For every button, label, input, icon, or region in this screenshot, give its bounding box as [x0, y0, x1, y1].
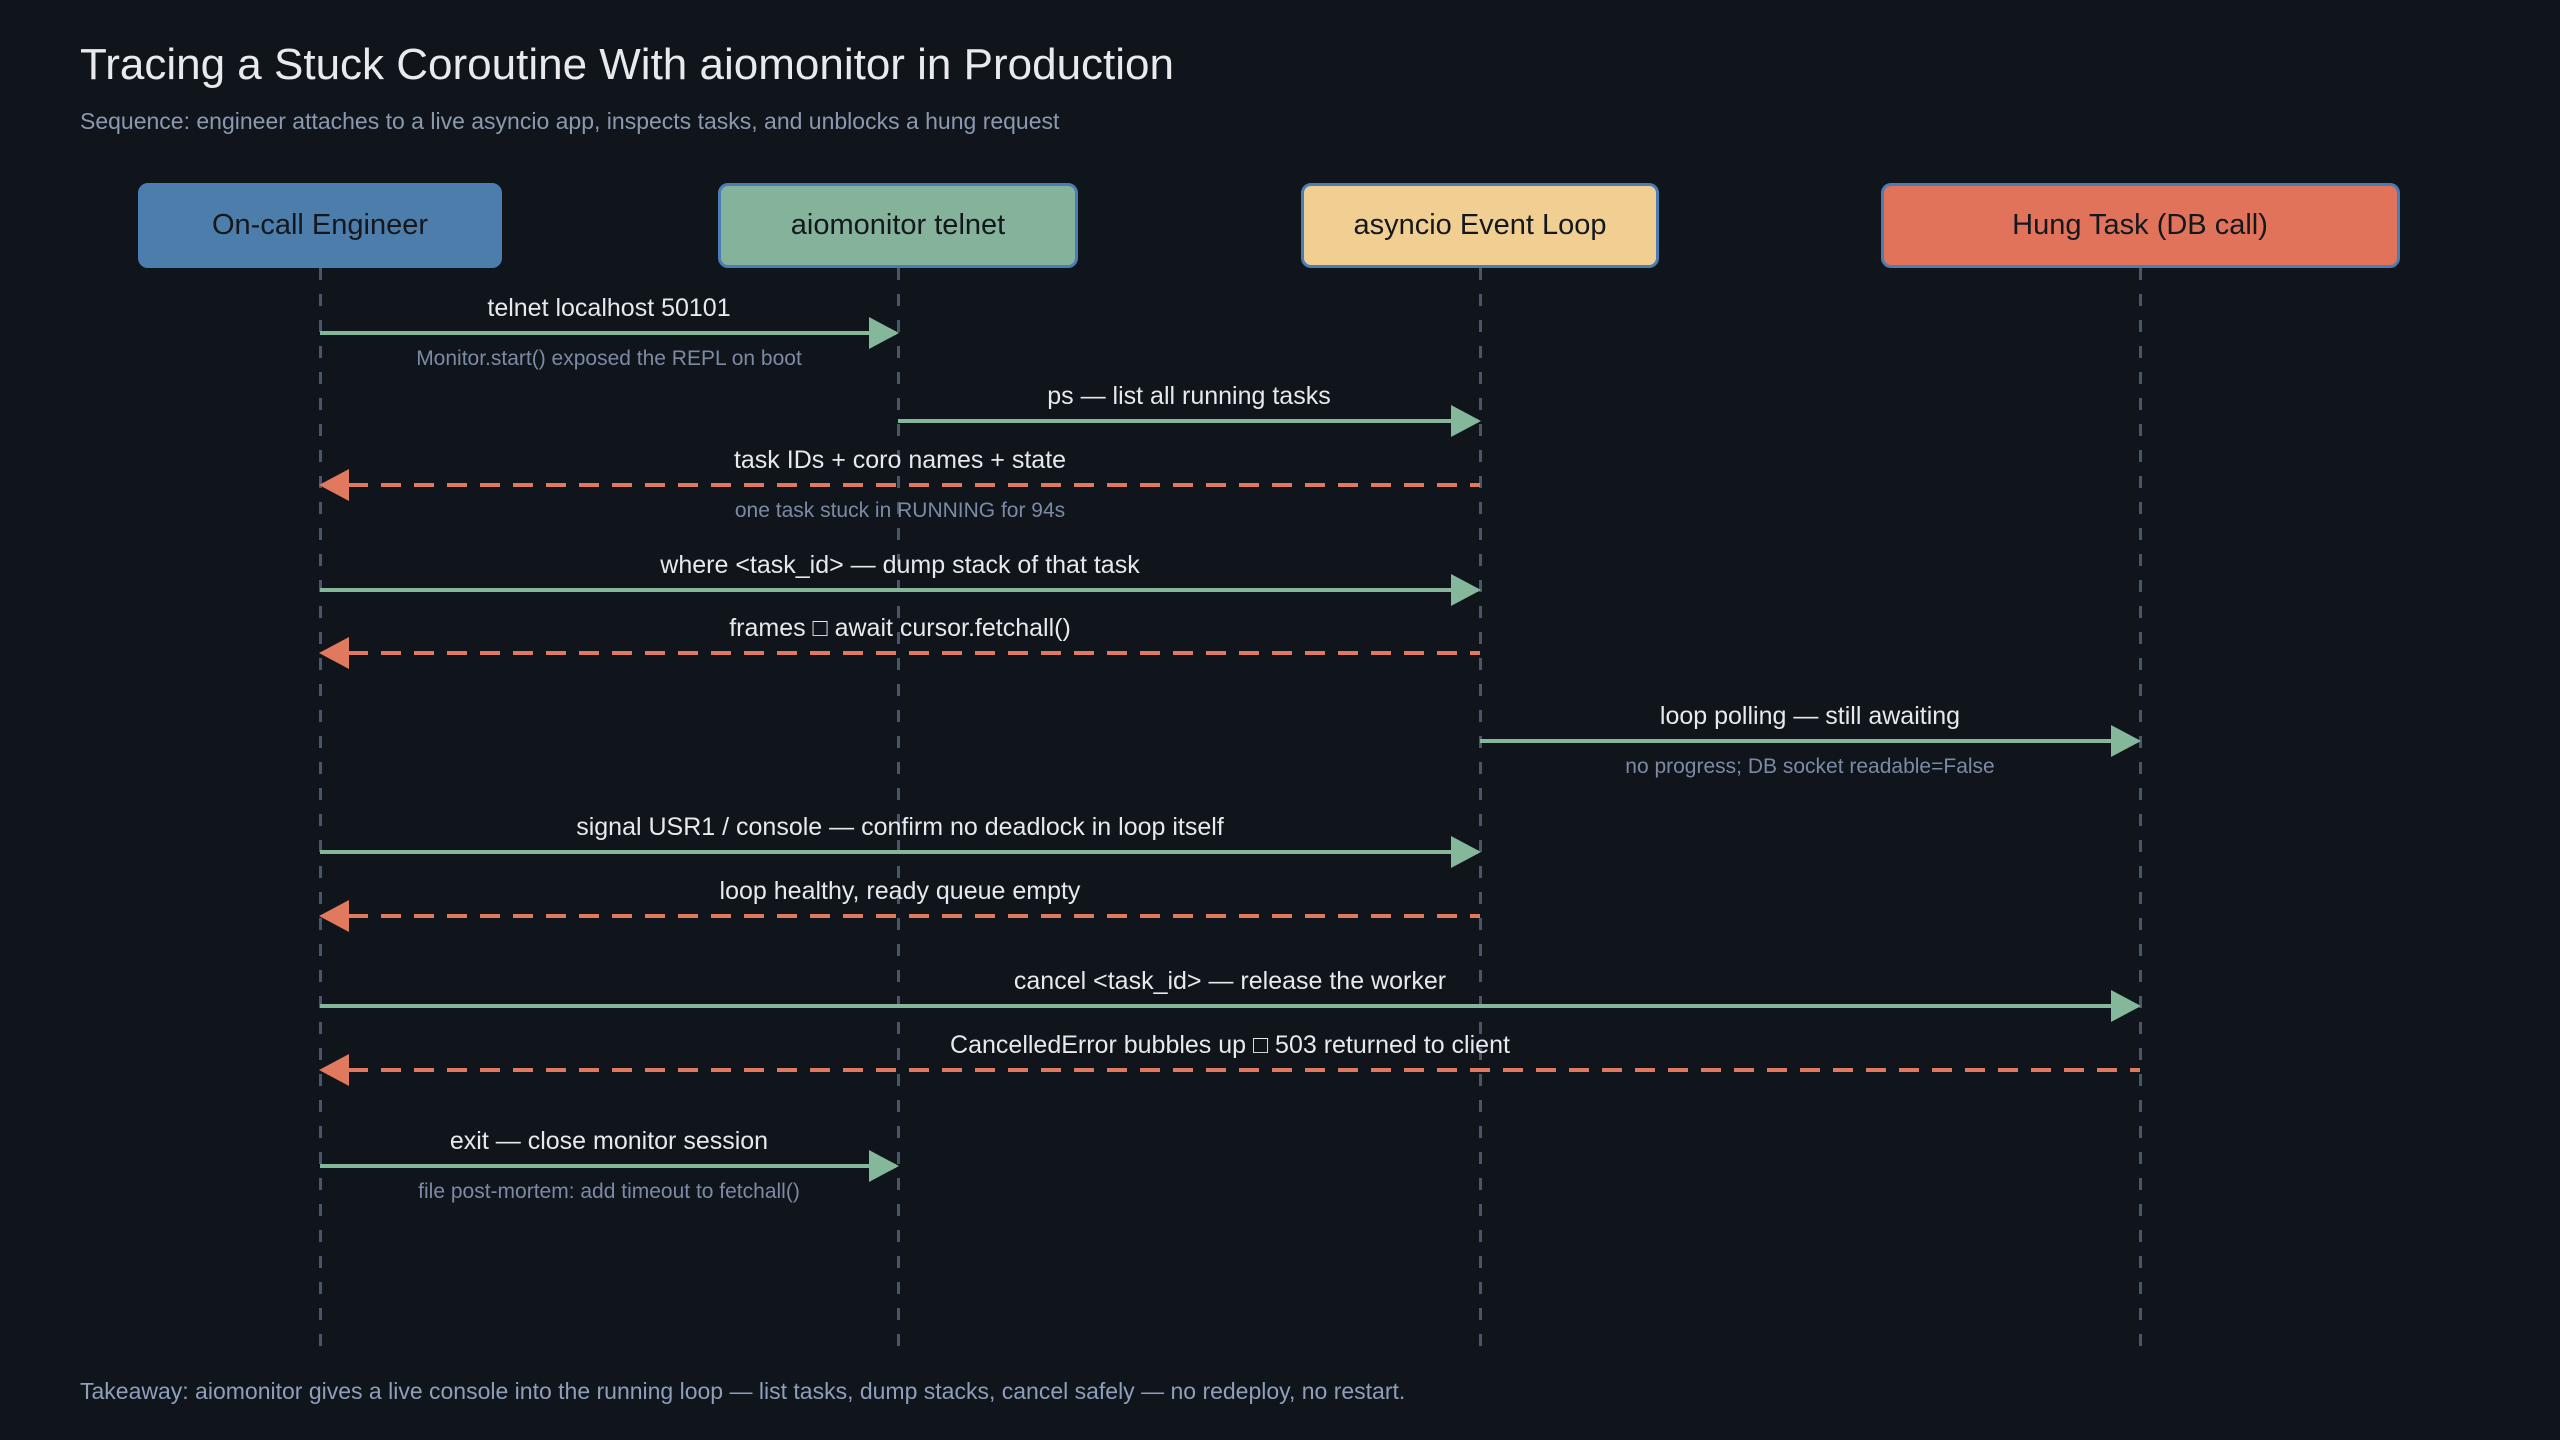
- lifeline-aiomonitor: [896, 268, 900, 1360]
- arrowhead-icon: [2111, 725, 2141, 757]
- return-line: [348, 1068, 2140, 1072]
- lifeline-engineer: [318, 268, 322, 1360]
- message-label: cancel <task_id> — release the worker: [1013, 967, 1447, 995]
- arrowhead-icon: [319, 637, 349, 669]
- message-note: Monitor.start() exposed the REPL on boot: [416, 347, 802, 370]
- lifeline-eventloop: [1478, 268, 1482, 1360]
- actor-engineer: On-call Engineer: [138, 183, 502, 268]
- message-2: ps — list all running tasks: [898, 382, 1481, 437]
- return-line: [348, 651, 1480, 655]
- page-title: Tracing a Stuck Coroutine With aiomonito…: [80, 40, 1174, 89]
- call-line: [1480, 739, 2138, 743]
- message-label: signal USR1 / console — confirm no deadl…: [576, 813, 1224, 841]
- arrowhead-icon: [1451, 836, 1481, 868]
- arrowhead-icon: [319, 469, 349, 501]
- message-label: exit — close monitor session: [449, 1127, 769, 1155]
- message-11: exit — close monitor session file post-mo…: [320, 1127, 899, 1203]
- message-3: task IDs + coro names + state one task st…: [319, 446, 1480, 522]
- arrowhead-icon: [319, 1054, 349, 1086]
- takeaway-text: Takeaway: aiomonitor gives a live consol…: [80, 1378, 1406, 1404]
- actor-aiomonitor: aiomonitor telnet: [718, 183, 1078, 268]
- lifeline-hungtask: [2138, 268, 2142, 1360]
- message-note: one task stuck in RUNNING for 94s: [734, 499, 1066, 522]
- actor-label: On-call Engineer: [212, 209, 428, 241]
- message-note: no progress; DB socket readable=False: [1625, 755, 1995, 778]
- message-label: telnet localhost 50101: [487, 294, 731, 322]
- message-8: loop healthy, ready queue empty: [319, 877, 1480, 932]
- actor-eventloop: asyncio Event Loop: [1301, 183, 1659, 268]
- message-6: loop polling — still awaiting no progress…: [1480, 702, 2141, 778]
- message-label: where <task_id> — dump stack of that tas…: [660, 551, 1140, 579]
- message-label: task IDs + coro names + state: [733, 446, 1067, 474]
- message-10: CancelledError bubbles up □ 503 returned…: [319, 1031, 2140, 1086]
- call-line: [898, 419, 1478, 423]
- arrowhead-icon: [1451, 405, 1481, 437]
- call-line: [320, 331, 896, 335]
- arrowhead-icon: [1451, 574, 1481, 606]
- message-label: loop healthy, ready queue empty: [719, 877, 1081, 905]
- message-label: frames □ await cursor.fetchall(): [729, 614, 1071, 642]
- call-line: [320, 1164, 896, 1168]
- arrowhead-icon: [869, 317, 899, 349]
- message-4: where <task_id> — dump stack of that tas…: [320, 551, 1481, 606]
- actor-label: asyncio Event Loop: [1353, 209, 1607, 241]
- message-label: ps — list all running tasks: [1047, 382, 1331, 410]
- message-9: cancel <task_id> — release the worker: [320, 967, 2141, 1022]
- actor-label: Hung Task (DB call): [2012, 209, 2268, 241]
- message-5: frames □ await cursor.fetchall(): [319, 614, 1480, 669]
- actor-hungtask: Hung Task (DB call): [1880, 183, 2400, 268]
- message-note: file post-mortem: add timeout to fetchal…: [418, 1180, 800, 1203]
- call-line: [320, 588, 1478, 592]
- actor-label: aiomonitor telnet: [790, 209, 1006, 241]
- page-subtitle: Sequence: engineer attaches to a live as…: [80, 108, 1060, 134]
- arrowhead-icon: [2111, 990, 2141, 1022]
- return-line: [348, 483, 1480, 487]
- message-7: signal USR1 / console — confirm no deadl…: [320, 813, 1481, 868]
- arrowhead-icon: [319, 900, 349, 932]
- return-line: [348, 914, 1480, 918]
- call-line: [320, 1004, 2138, 1008]
- arrowhead-icon: [869, 1150, 899, 1182]
- message-label: loop polling — still awaiting: [1659, 702, 1961, 730]
- call-line: [320, 850, 1478, 854]
- message-label: CancelledError bubbles up □ 503 returned…: [950, 1031, 1510, 1059]
